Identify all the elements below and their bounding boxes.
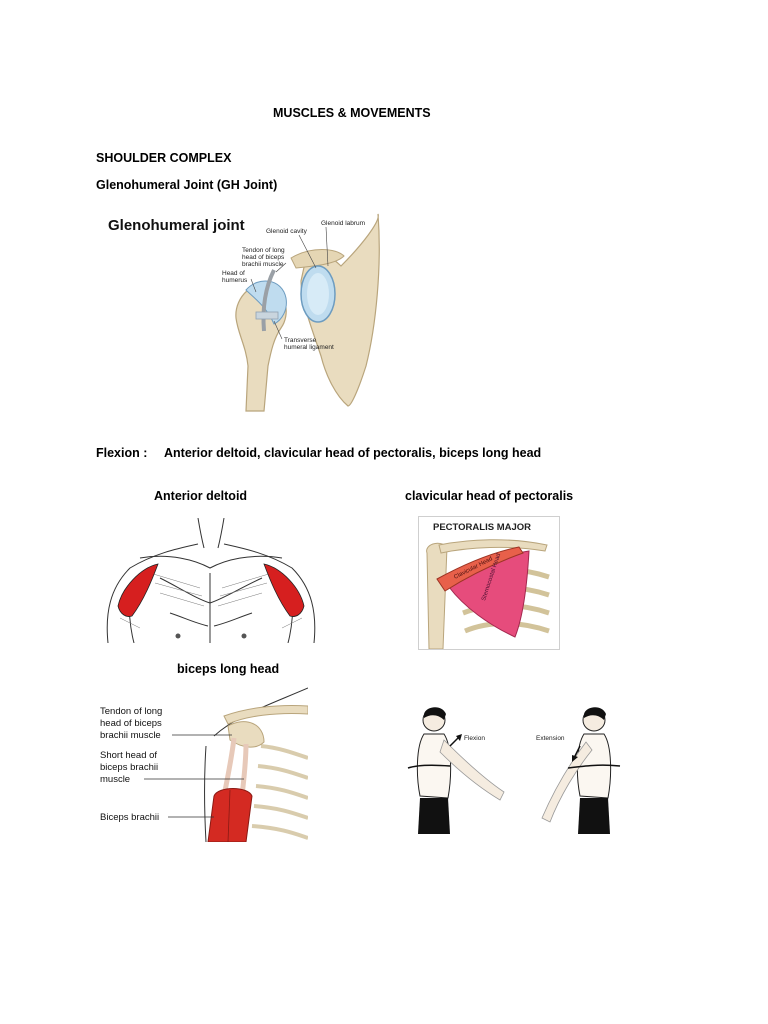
pectoralis-title: PECTORALIS MAJOR bbox=[433, 522, 531, 533]
clavicular-head-shape bbox=[436, 546, 524, 592]
right-anterior-deltoid-highlight bbox=[263, 563, 305, 617]
biceps-label-tendon-line2: head of biceps bbox=[100, 718, 162, 729]
page-title: MUSCLES & MOVEMENTS bbox=[273, 106, 431, 120]
biceps-label-biceps: Biceps brachii bbox=[100, 812, 159, 823]
caption-biceps-long-head: biceps long head bbox=[177, 662, 280, 676]
label-tendon-line3: brachii muscle bbox=[242, 261, 284, 268]
biceps-label-short-line2: biceps brachii bbox=[100, 762, 158, 773]
anterior-deltoid-figure bbox=[100, 518, 322, 643]
gh-figure-title: Glenohumeral joint bbox=[108, 217, 245, 234]
label-tendon-line2: head of biceps bbox=[242, 254, 285, 261]
biceps-label-short-line1: Short head of bbox=[100, 750, 157, 761]
left-anterior-deltoid-highlight bbox=[117, 563, 159, 617]
caption-clavicular-head: clavicular head of pectoralis bbox=[405, 489, 574, 503]
biceps-label-short-line3: muscle bbox=[100, 774, 130, 785]
biceps-tendon-line bbox=[261, 269, 276, 332]
extension-person: Extension bbox=[536, 707, 621, 834]
label-transverse-line1: Transverse bbox=[284, 337, 317, 344]
extension-label: Extension bbox=[536, 735, 565, 742]
caption-anterior-deltoid: Anterior deltoid bbox=[154, 489, 248, 503]
flexion-extension-figure: Flexion Extension bbox=[394, 706, 626, 842]
label-head-line1: Head of bbox=[222, 270, 245, 277]
subsection-heading: Glenohumeral Joint (GH Joint) bbox=[96, 178, 278, 192]
flexion-person: Flexion bbox=[407, 707, 505, 834]
biceps-brachii-muscle bbox=[207, 788, 253, 842]
label-glenoid-cavity: Glenoid cavity bbox=[266, 228, 308, 235]
biceps-label-tendon-line1: Tendon of long bbox=[100, 706, 162, 717]
label-tendon-line1: Tendon of long bbox=[242, 247, 285, 254]
label-transverse-line2: humeral ligament bbox=[284, 344, 334, 351]
flexion-label: Flexion : bbox=[96, 446, 148, 460]
biceps-long-head-figure: Tendon of long head of biceps brachii mu… bbox=[96, 686, 308, 842]
flexion-label: Flexion bbox=[464, 735, 485, 742]
pectoralis-major-figure: PECTORALIS MAJOR Clavicular Head Sternoc… bbox=[418, 516, 560, 650]
biceps-label-tendon-line3: brachii muscle bbox=[100, 730, 161, 741]
section-heading: SHOULDER COMPLEX bbox=[96, 151, 232, 165]
flexion-muscles: Anterior deltoid, clavicular head of pec… bbox=[164, 446, 542, 460]
label-glenoid-labrum: Glenoid labrum bbox=[321, 220, 365, 227]
label-head-line2: humerus bbox=[222, 277, 248, 284]
glenohumeral-joint-figure: Glenohumeral joint Glenoid cavity Glenoi… bbox=[96, 206, 388, 416]
acromion-illustration bbox=[290, 249, 345, 269]
